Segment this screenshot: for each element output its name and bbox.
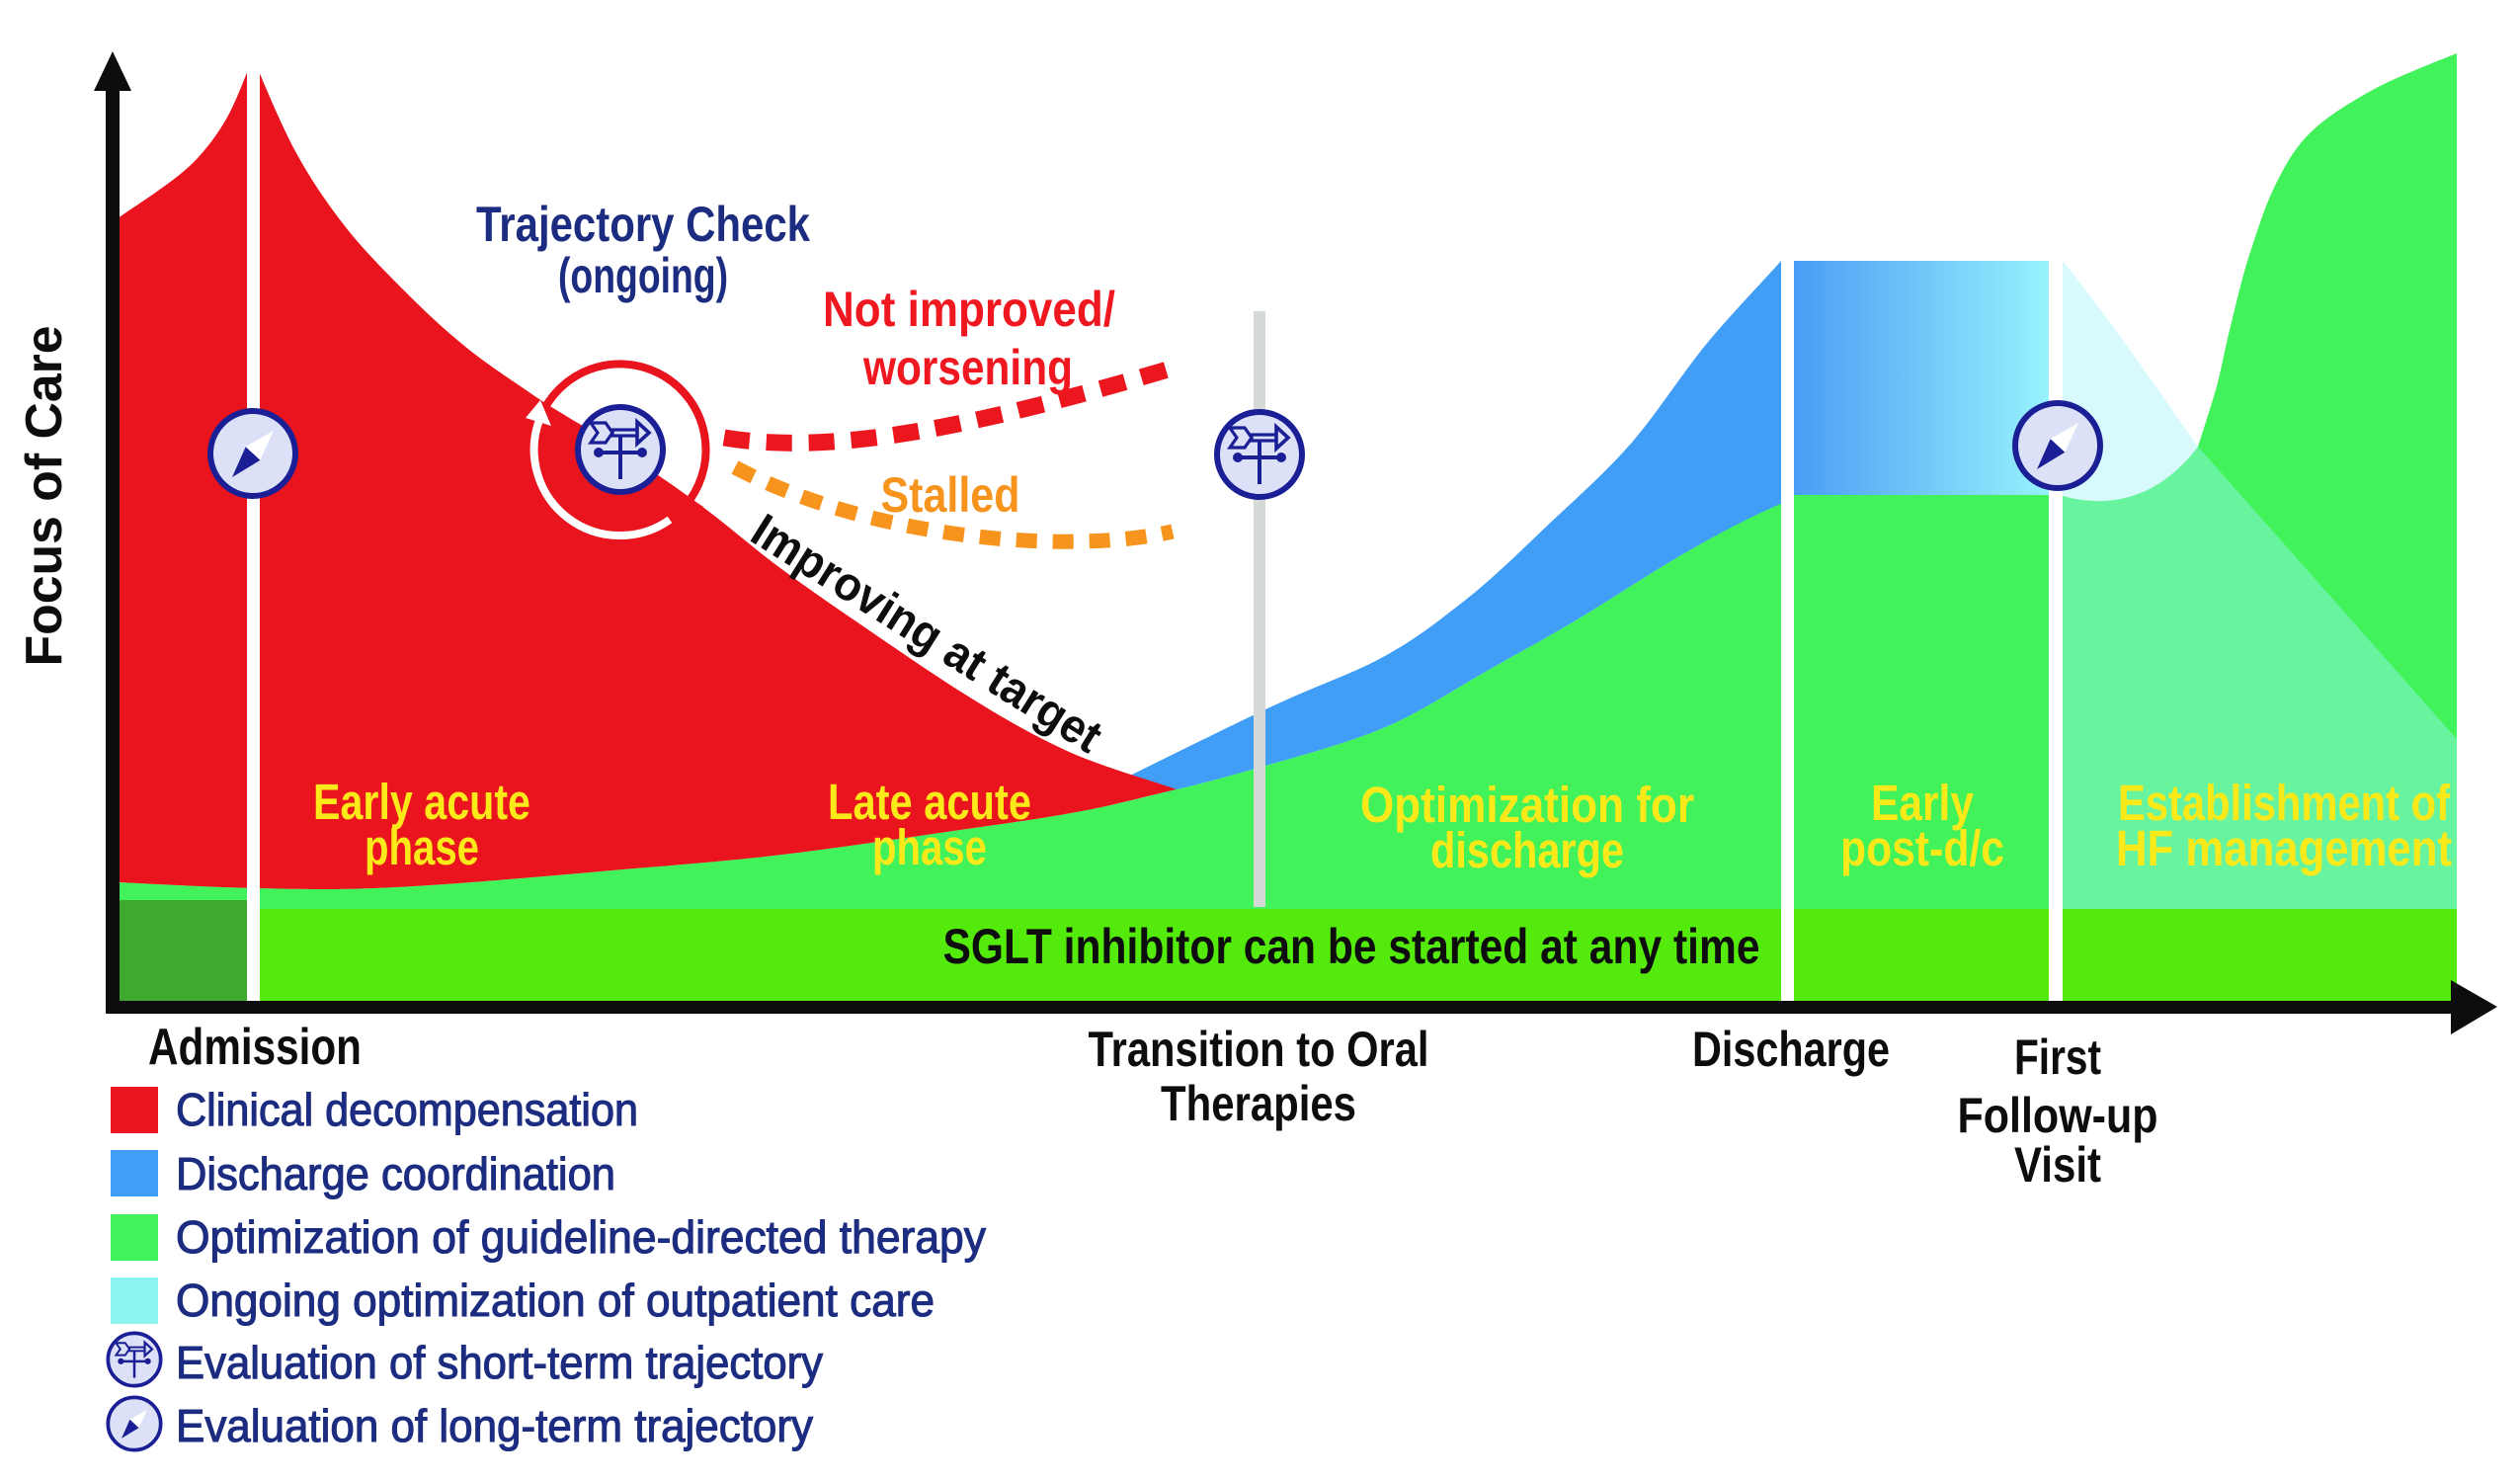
svg-text:Visit: Visit — [2014, 1137, 2101, 1193]
svg-text:Clinical decompensation: Clinical decompensation — [176, 1084, 638, 1135]
svg-text:Late acute: Late acute — [828, 774, 1031, 830]
svg-text:Admission: Admission — [148, 1019, 362, 1076]
svg-text:Not improved/: Not improved/ — [823, 282, 1115, 337]
svg-text:phase: phase — [872, 819, 987, 875]
svg-text:Establishment of: Establishment of — [2118, 775, 2451, 831]
svg-text:Trajectory Check: Trajectory Check — [476, 197, 810, 252]
svg-text:Optimization of guideline-dire: Optimization of guideline-directed thera… — [176, 1211, 986, 1263]
svg-text:First: First — [2014, 1029, 2101, 1085]
svg-text:(ongoing): (ongoing) — [558, 248, 728, 303]
svg-text:Discharge: Discharge — [1692, 1022, 1890, 1077]
svg-text:Therapies: Therapies — [1161, 1076, 1356, 1131]
svg-text:discharge: discharge — [1430, 822, 1624, 878]
svg-text:Evaluation of long-term trajec: Evaluation of long-term trajectory — [176, 1400, 813, 1451]
svg-text:Discharge coordination: Discharge coordination — [176, 1148, 615, 1199]
svg-text:Ongoing optimization of outpat: Ongoing optimization of outpatient care — [176, 1275, 935, 1326]
svg-text:worsening: worsening — [862, 340, 1073, 395]
svg-text:post-d/c: post-d/c — [1840, 820, 2004, 876]
svg-text:SGLT inhibitor can be started: SGLT inhibitor can be started at any tim… — [943, 919, 1760, 974]
svg-text:Optimization for: Optimization for — [1360, 777, 1694, 833]
svg-text:Evaluation of short-term traje: Evaluation of short-term trajectory — [176, 1337, 823, 1388]
svg-text:Transition to Oral: Transition to Oral — [1089, 1022, 1429, 1077]
svg-text:Early acute: Early acute — [313, 774, 530, 830]
svg-text:HF management: HF management — [2116, 820, 2452, 876]
svg-text:phase: phase — [365, 819, 479, 875]
svg-text:Early: Early — [1871, 775, 1975, 831]
svg-text:Follow-up: Follow-up — [1958, 1088, 2158, 1143]
svg-text:Focus of Care: Focus of Care — [16, 326, 73, 667]
svg-text:Stalled: Stalled — [881, 467, 1020, 523]
